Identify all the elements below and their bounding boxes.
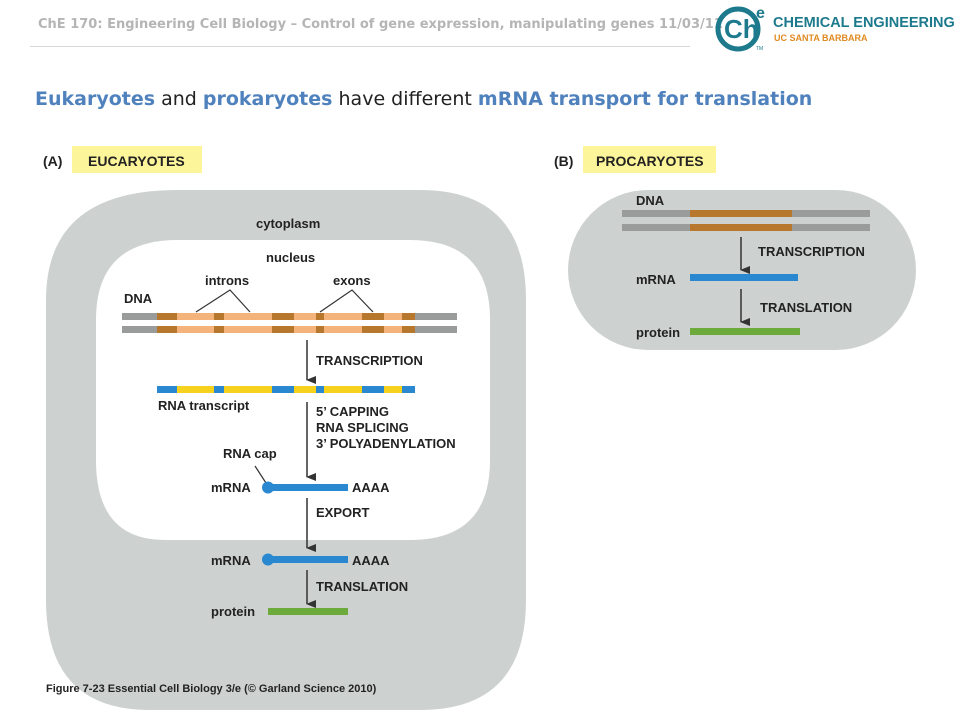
nucleus-label: nucleus — [266, 250, 315, 265]
mrna-nucleus-cap — [262, 481, 274, 494]
poly-a-nucleus: AAAA — [352, 480, 390, 495]
poly-a-cytoplasm: AAAA — [352, 553, 390, 568]
panel-b-heading: PROCARYOTES — [596, 153, 704, 169]
translation-label-a: TRANSLATION — [316, 579, 408, 594]
exons-label: exons — [333, 273, 371, 288]
protein-label-b: protein — [636, 325, 680, 340]
exons-pointer — [319, 289, 374, 313]
slide-title: Eukaryotes and prokaryotes have differen… — [35, 88, 812, 110]
capping-label: 5’ CAPPING — [316, 404, 389, 419]
mrna-nucleus-strand — [268, 484, 348, 491]
panel-b-heading-box — [583, 146, 716, 173]
prokaryote-dna — [622, 210, 870, 231]
panel-a-tag: (A) — [43, 153, 62, 169]
protein-a — [268, 608, 348, 615]
polyadenylation-label: 3’ POLYADENYLATION — [316, 436, 456, 451]
introns-label: introns — [205, 273, 249, 288]
header-divider — [30, 46, 690, 47]
introns-pointer — [195, 289, 251, 313]
mrna-label-b: mRNA — [636, 272, 676, 287]
logo-mark: Ch — [724, 14, 759, 44]
title-prokaryotes: prokaryotes — [202, 88, 333, 110]
title-eukaryotes: Eukaryotes — [35, 88, 156, 110]
dna-label-a: DNA — [124, 291, 153, 306]
title-mrna-transport: mRNA transport for translation — [477, 88, 813, 110]
translation-label-b: TRANSLATION — [760, 300, 852, 315]
figure-caption: Figure 7-23 Essential Cell Biology 3/e (… — [46, 683, 377, 695]
rna-transcript — [157, 386, 415, 393]
logo-tm: TM — [756, 46, 763, 52]
dna-label-b: DNA — [636, 193, 665, 208]
panel-a-heading: EUCARYOTES — [88, 153, 185, 169]
splicing-label: RNA SPLICING — [316, 420, 409, 435]
title-have-different: have different — [332, 88, 478, 110]
logo-superscript: e — [756, 5, 765, 22]
rna-cap-label: RNA cap — [223, 446, 277, 461]
mrna-cytoplasm-label: mRNA — [211, 553, 251, 568]
panel-a-heading-box — [72, 146, 202, 173]
title-and: and — [155, 88, 203, 110]
mrna-b — [690, 274, 798, 281]
logo-ring — [715, 6, 761, 52]
protein-label-a: protein — [211, 604, 255, 619]
mrna-cytoplasm-strand — [268, 556, 348, 563]
logo-line2: UC SANTA BARBARA — [774, 33, 868, 43]
chemical-engineering-logo: Ch e TM CHEMICAL ENGINEERING UC SANTA BA… — [715, 5, 954, 52]
export-label: EXPORT — [316, 505, 370, 520]
cytoplasm-label: cytoplasm — [256, 216, 320, 231]
transcription-label-a: TRANSCRIPTION — [316, 353, 423, 368]
mrna-nucleus-label: mRNA — [211, 480, 251, 495]
mrna-cytoplasm-cap — [262, 553, 274, 566]
rna-cap-pointer — [254, 465, 267, 484]
eukaryote-dna — [122, 313, 457, 333]
course-header: ChE 170: Engineering Cell Biology – Cont… — [38, 17, 723, 32]
logo-line1: CHEMICAL ENGINEERING — [773, 15, 954, 31]
rna-transcript-label: RNA transcript — [158, 398, 250, 413]
protein-b — [690, 328, 800, 335]
panel-b-tag: (B) — [554, 153, 573, 169]
transcription-label-b: TRANSCRIPTION — [758, 244, 865, 259]
